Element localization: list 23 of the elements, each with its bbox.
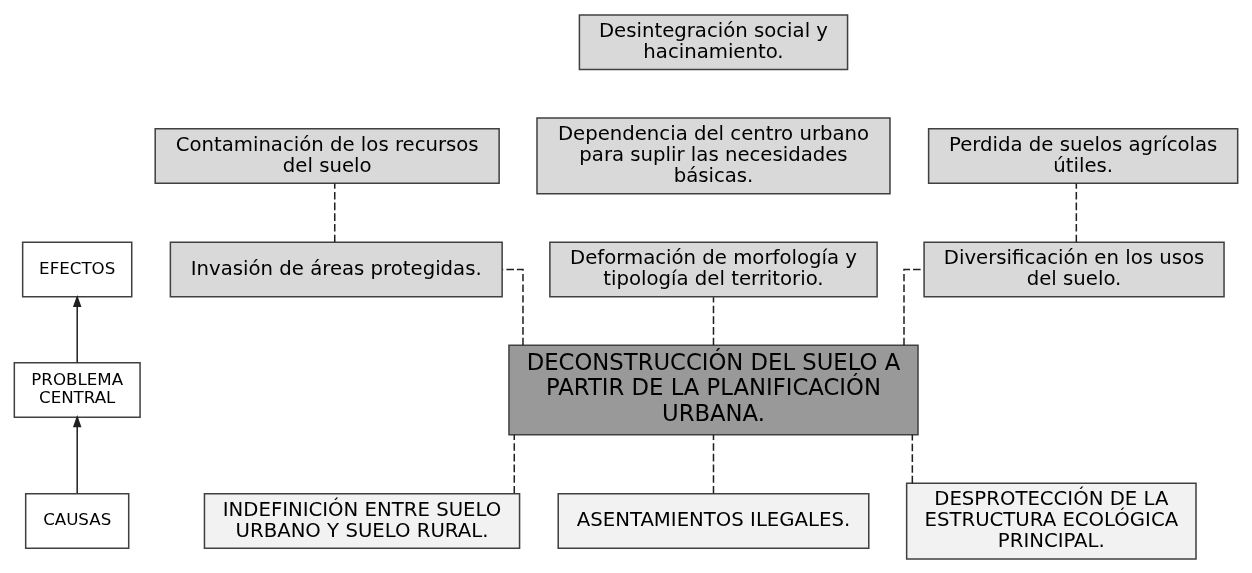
node-box: Contaminación de los recursos del suelo [154,127,500,184]
connector [513,433,516,494]
node-box: INDEFINICIÓN ENTRE SUELO URBANO Y SUELO RURAL. [203,492,521,549]
connector [1075,182,1078,243]
node-box: Diversificación en los usos del suelo. [923,241,1225,298]
arrow [72,294,82,363]
node-box: Desintegración social y hacinamiento. [578,13,849,70]
node-box: Perdida de suelos agrícolas útiles. [927,127,1239,184]
node-box: PROBLEMA CENTRAL [13,361,141,418]
connector [334,182,336,243]
node-box: Invasión de áreas protegidas. [169,241,503,298]
arrow [72,414,82,494]
node-box: CAUSAS [24,492,130,549]
node-box: DECONSTRUCCIÓN DEL SUELO A PARTIR DE LA PLANIFICACIÓN URBANA. [508,344,919,435]
node-box: Deformación de morfología y tipología del territorio. [549,241,878,298]
connector [911,433,914,484]
node-box: ASENTAMIENTOS ILEGALES. [557,492,870,549]
connector [501,268,524,346]
node-box: DESPROTECCIÓN DE LA ESTRUCTURA ECOLÓGICA PRINCIPAL. [905,481,1197,560]
connector [712,433,715,494]
node-box: EFECTOS [21,241,133,298]
node-box: Dependencia del centro urbano para suplir las necesidades básicas. [536,116,891,195]
connector [712,296,715,346]
